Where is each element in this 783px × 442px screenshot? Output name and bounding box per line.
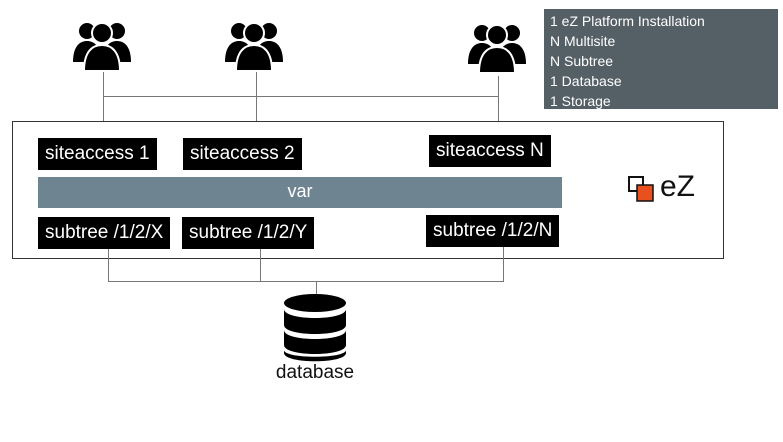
users-icon xyxy=(225,22,283,72)
siteaccess-label: siteaccess 1 xyxy=(38,138,157,170)
siteaccess-label: siteaccess N xyxy=(429,135,551,167)
legend-line: 1 eZ Platform Installation xyxy=(550,13,705,29)
connector-line xyxy=(256,72,257,138)
legend-line: 1 Database xyxy=(550,73,622,89)
subtree-label: subtree /1/2/Y xyxy=(182,217,315,249)
connector-line xyxy=(108,249,109,281)
legend-box: 1 eZ Platform Installation N Multisite N… xyxy=(544,9,778,109)
users-icon xyxy=(73,22,131,72)
ez-logo-text: eZ xyxy=(660,170,696,203)
connector-line xyxy=(503,247,504,281)
siteaccess-label: siteaccess 2 xyxy=(183,138,302,170)
connector-line xyxy=(316,281,317,297)
connector-line xyxy=(103,96,499,97)
legend-line: 1 Storage xyxy=(550,93,611,109)
legend-line: N Multisite xyxy=(550,33,616,49)
database-icon xyxy=(284,294,346,362)
users-icon xyxy=(468,24,526,74)
var-bar: var xyxy=(38,177,562,208)
connector-line xyxy=(108,281,504,282)
connector-line xyxy=(498,76,499,138)
database-label: database xyxy=(275,362,355,383)
subtree-label: subtree /1/2/X xyxy=(38,217,171,249)
ez-logo-icon xyxy=(628,176,654,202)
subtree-label: subtree /1/2/N xyxy=(426,215,560,247)
legend-line: N Subtree xyxy=(550,53,614,69)
connector-line xyxy=(103,72,104,138)
connector-line xyxy=(260,249,261,281)
